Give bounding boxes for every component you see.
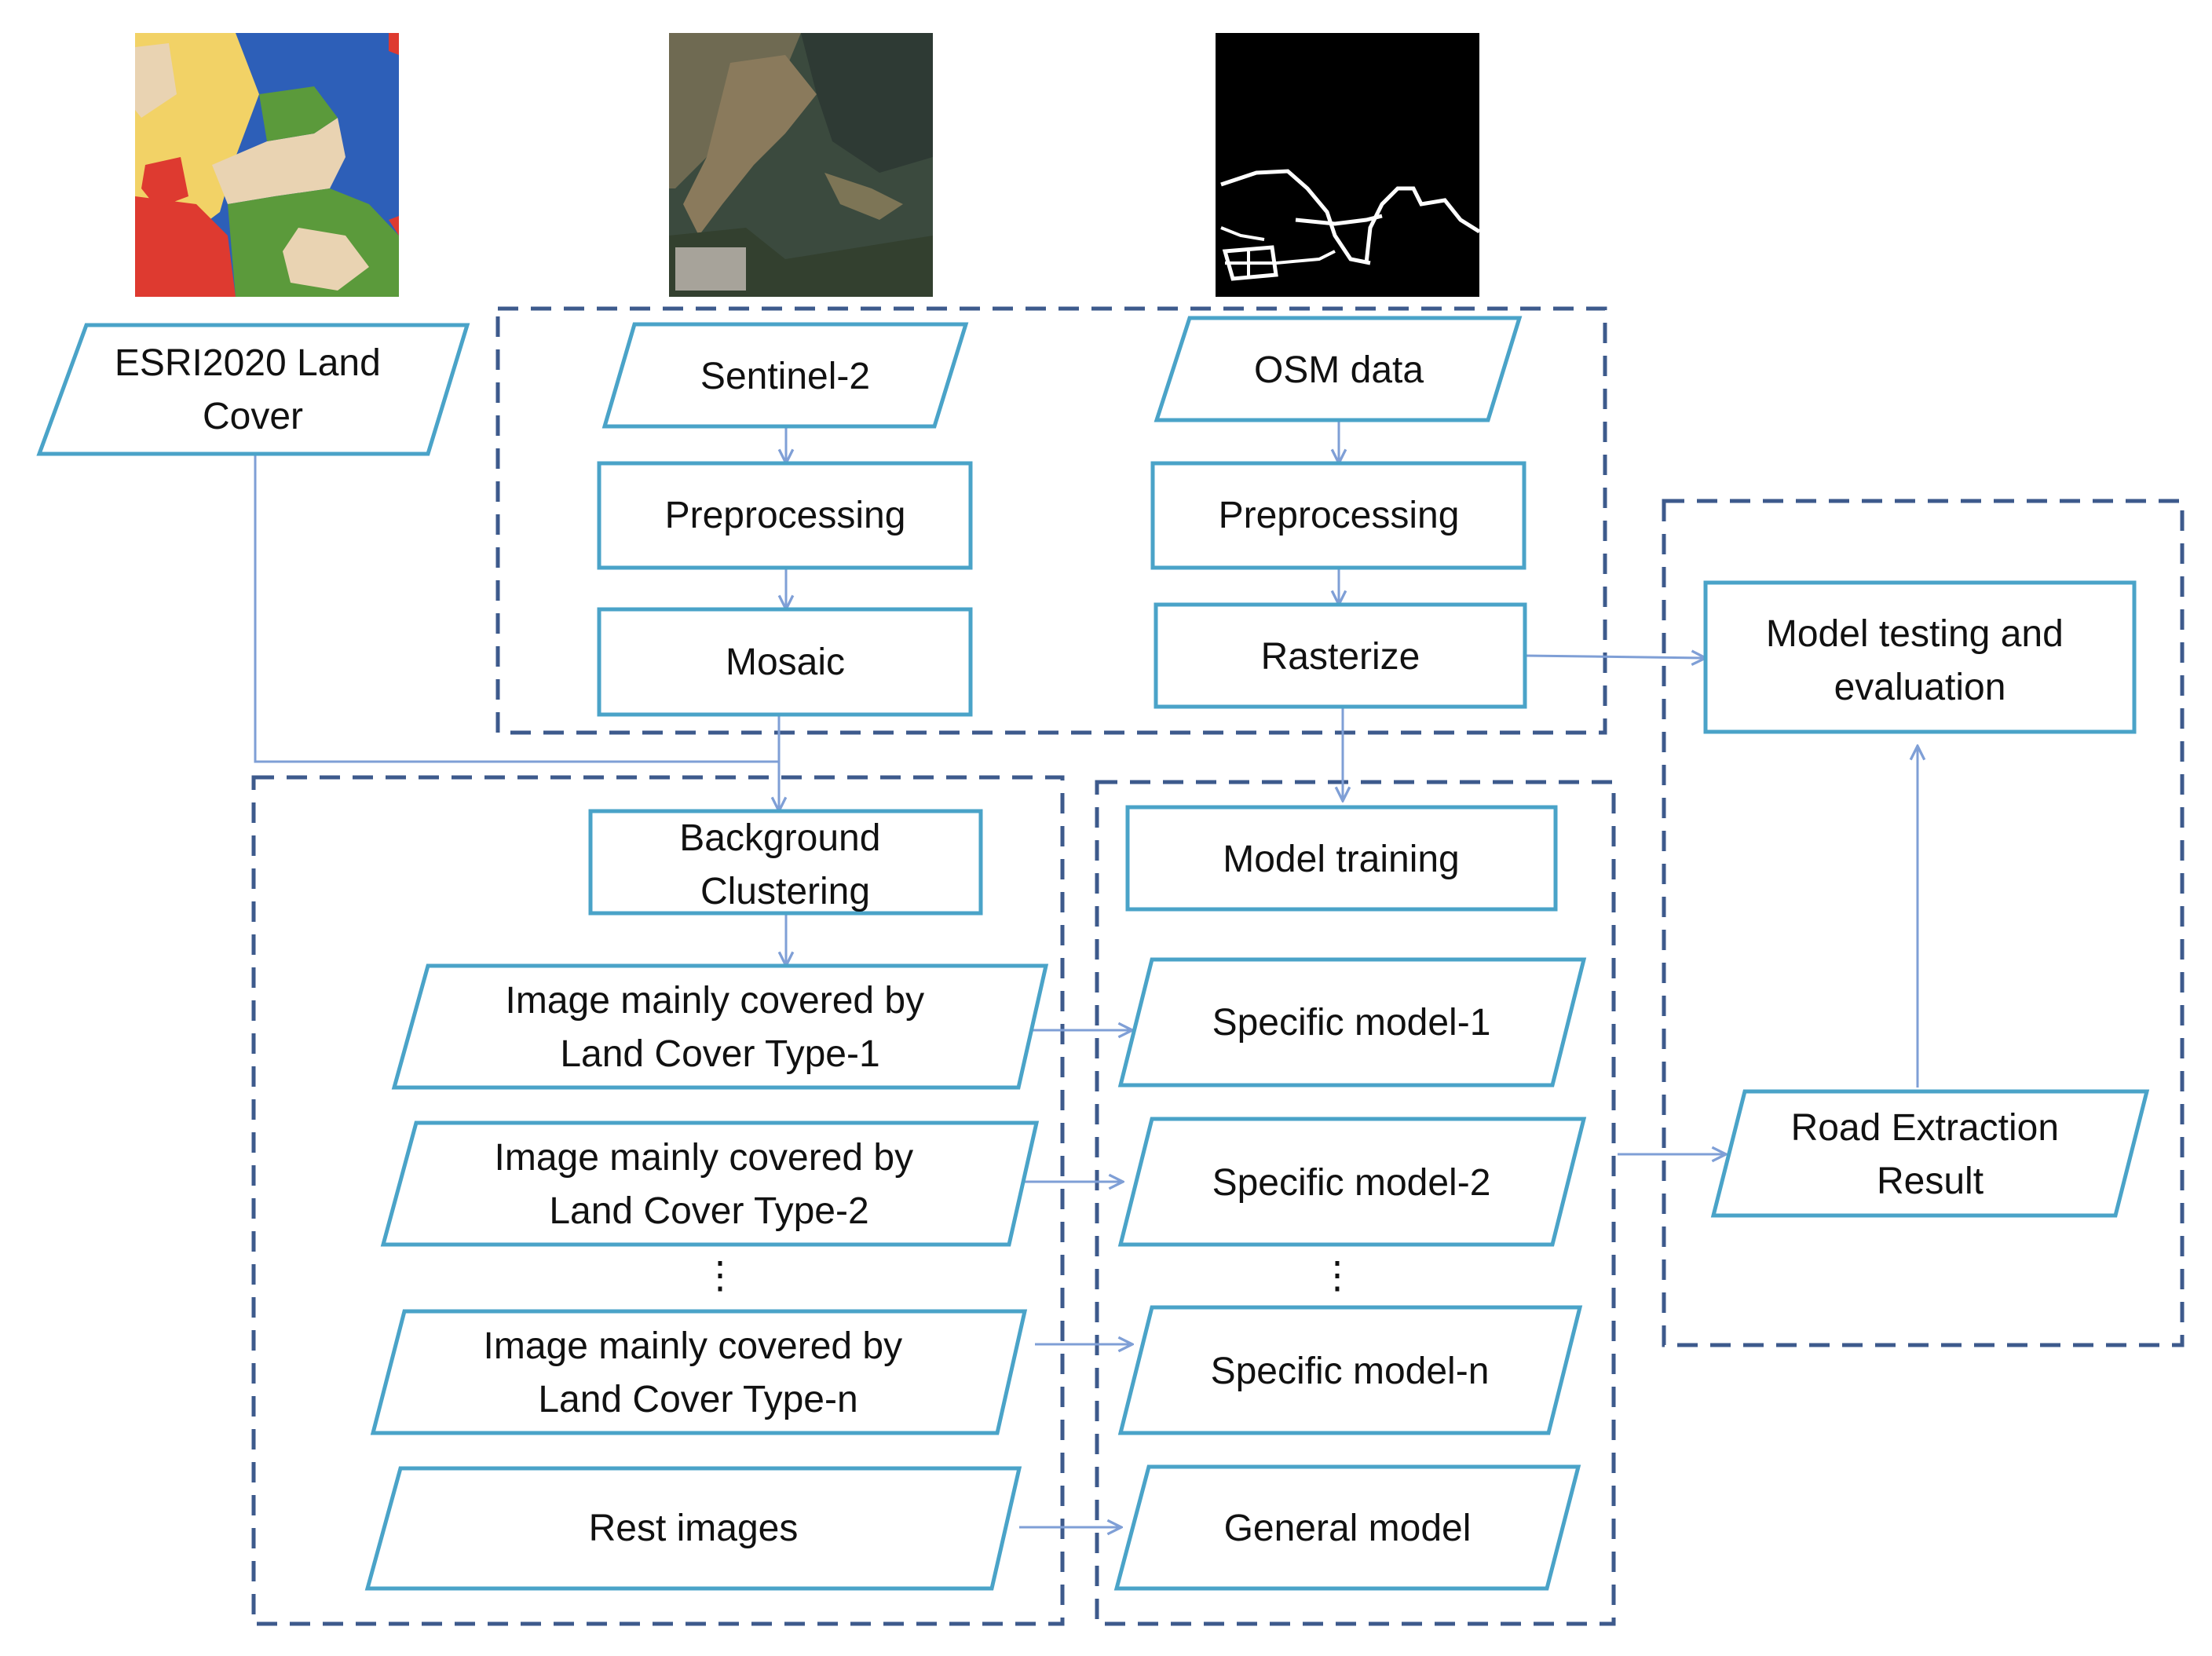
image-type-2-node (380, 1120, 1040, 1247)
model-testing-label: Model testing and evaluation (1766, 613, 2074, 708)
general-model-node (1113, 1464, 1581, 1591)
training-group-frame (1095, 780, 1616, 1626)
ellipsis-right: ⋮ (1318, 1255, 1356, 1296)
group-frames (251, 306, 2185, 1626)
preprocessing-sentinel-node (597, 461, 973, 570)
road-extraction-result-label: Road Extraction Result (1791, 1107, 2070, 1202)
image-type-n-node (370, 1309, 1028, 1435)
line-land-cover-to-clustering (254, 454, 779, 763)
rasterize-label: Rasterize (1261, 636, 1420, 678)
model-training-node (1125, 805, 1558, 912)
model-training-label: Model training (1223, 839, 1460, 880)
specific-model-1-label: Specific model-1 (1212, 1002, 1491, 1044)
esri-land-cover-label: ESRI2020 Land Cover (115, 342, 391, 437)
evaluation-group-frame (1662, 499, 2185, 1347)
preprocessing-osm-label: Preprocessing (1219, 495, 1460, 536)
specific-model-2-node (1117, 1117, 1587, 1247)
model-testing-node (1703, 580, 2137, 734)
sentinel2-node (601, 322, 969, 429)
rest-images-label: Rest images (589, 1508, 799, 1549)
esri-land-cover-node (36, 323, 470, 456)
specific-model-2-label: Specific model-2 (1212, 1162, 1491, 1204)
specific-model-n-label: Specific model-n (1211, 1351, 1490, 1392)
background-clustering-node (588, 809, 983, 916)
general-model-label: General model (1224, 1508, 1472, 1549)
rest-images-node (364, 1466, 1022, 1591)
preprocessing-osm-node (1150, 461, 1526, 570)
labels: ESRI2020 Land Cover Sentinel-2 OSM data … (115, 342, 2074, 1549)
clustering-group-frame (251, 775, 1065, 1626)
preprocessing-group-frame (495, 306, 1607, 735)
image-type-2-label: Image mainly covered by Land Cover Type-… (495, 1137, 924, 1232)
image-type-n-label: Image mainly covered by Land Cover Type-… (484, 1325, 913, 1420)
preprocessing-sentinel-label: Preprocessing (665, 495, 906, 536)
image-type-1-node (391, 963, 1049, 1090)
rasterize-node (1154, 602, 1527, 709)
sentinel2-label: Sentinel-2 (700, 356, 870, 397)
sentinel-thumbnail (669, 33, 933, 297)
ellipsis-left: ⋮ (701, 1255, 739, 1296)
mosaic-label: Mosaic (726, 642, 845, 683)
background-clustering-label: Background Clustering (679, 817, 891, 912)
specific-model-1-node (1117, 957, 1587, 1088)
osm-data-label: OSM data (1254, 349, 1424, 391)
image-type-1-label: Image mainly covered by Land Cover Type-… (506, 980, 935, 1075)
osm-data-node (1154, 316, 1523, 422)
connectors (254, 420, 1918, 1527)
land-cover-thumbnail (135, 33, 399, 297)
osm-thumbnail (1216, 33, 1481, 297)
mosaic-node (597, 607, 973, 717)
nodes (36, 316, 2150, 1591)
specific-model-n-node (1117, 1305, 1583, 1435)
arrow-rasterize-to-testing (1524, 656, 1706, 658)
road-extraction-result-node (1710, 1089, 2150, 1218)
